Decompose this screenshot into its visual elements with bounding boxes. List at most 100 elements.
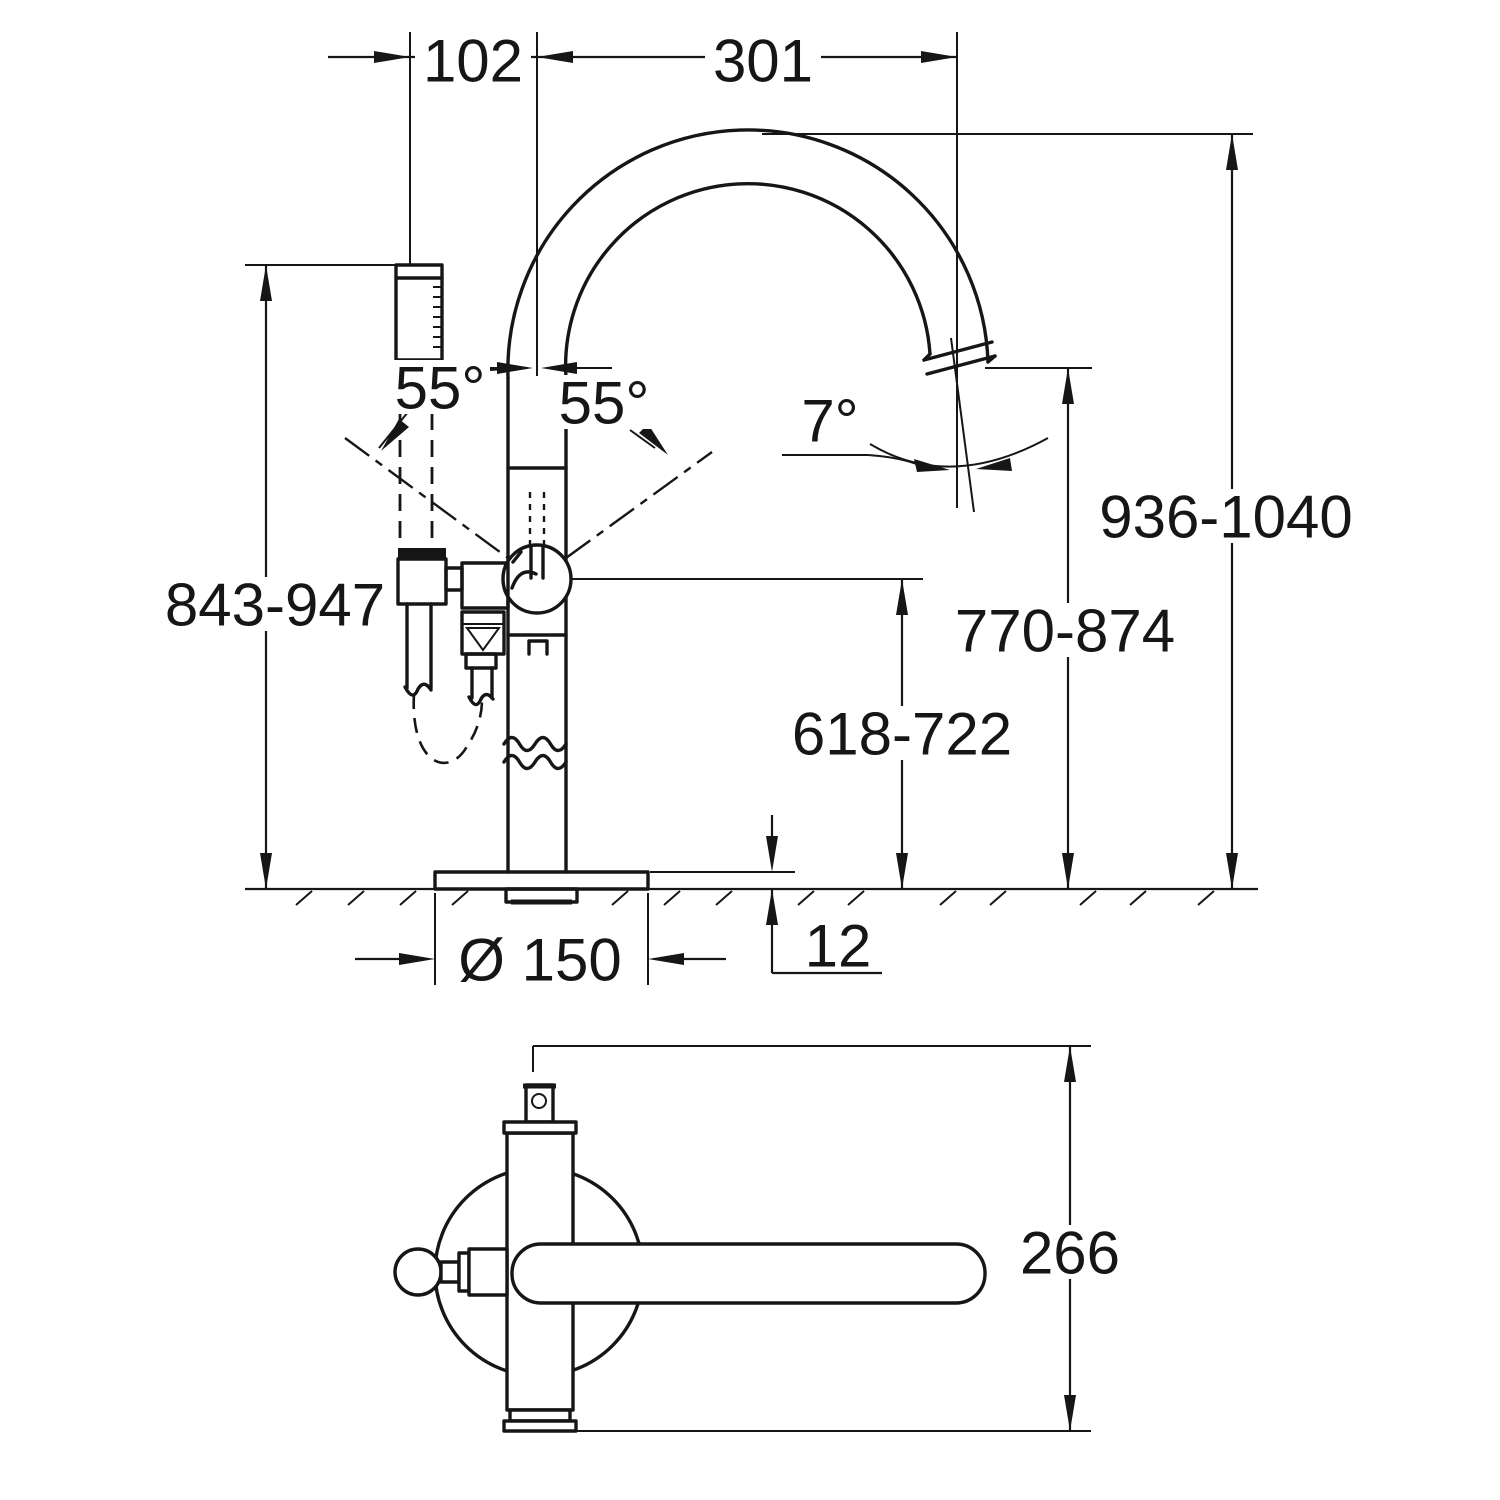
front-view [394, 128, 997, 905]
dim-text-swivel-right: 55° [559, 370, 650, 437]
pivot-curl [510, 570, 538, 590]
arrow [921, 51, 957, 63]
base-plate [433, 870, 650, 905]
break-wave-1 [502, 735, 568, 753]
dim-text-outlet-angle: 7° [801, 388, 858, 455]
check-valve-triangle [465, 627, 501, 652]
arrow [1226, 134, 1238, 170]
plate-front [433, 870, 650, 891]
hose-loop-hidden [412, 693, 484, 765]
plan-stem-hole [531, 1093, 547, 1109]
label-bg [554, 375, 654, 429]
arrow [1226, 853, 1238, 889]
pivot-circle [501, 543, 573, 615]
dim-text-outlet-height: 770-874 [955, 598, 1175, 665]
label-bg [786, 706, 1018, 760]
hose-nut [464, 652, 498, 670]
dim-text-base-diameter: Ø 150 [458, 927, 621, 994]
floor-hatching [295, 890, 1215, 906]
plan-knob-stem [439, 1260, 461, 1284]
label-bg [949, 603, 1181, 657]
floor [245, 887, 1258, 906]
arrow [896, 579, 908, 615]
arrow [1064, 1046, 1076, 1082]
plan-band-2 [502, 1419, 578, 1433]
aerator-joins [922, 352, 997, 364]
arrow [896, 853, 908, 889]
label-bg [1094, 489, 1358, 543]
shower-collar [398, 548, 446, 559]
arrow [639, 424, 668, 455]
dim-text-spout-reach: 301 [713, 28, 813, 95]
column-bracket-detail [527, 639, 549, 656]
check-valve [460, 610, 506, 656]
leader-swivel-left-top [489, 367, 521, 371]
label-bg [390, 360, 490, 414]
arrow [1064, 1395, 1076, 1431]
label-bg [159, 577, 391, 631]
spout-outer-arc [506, 128, 990, 380]
hand-shower [394, 263, 510, 765]
column-joints [506, 466, 568, 637]
hose-stub-break [467, 692, 495, 707]
arrow [374, 51, 410, 63]
angle-arc-7 [869, 437, 1049, 468]
dim-text-total-height: 936-1040 [1099, 484, 1353, 551]
arrow [1062, 853, 1074, 889]
arrow [766, 836, 778, 872]
centerline-swivel-right [565, 451, 713, 559]
shower-grip-break [403, 682, 433, 697]
shower-grip [405, 602, 433, 690]
arrow [541, 362, 577, 374]
arrow [537, 51, 573, 63]
arrow [381, 419, 409, 451]
break-wave-2 [502, 753, 568, 771]
column [502, 376, 568, 874]
dim-text-plate-thickness: 12 [805, 913, 872, 980]
dim-text-shower-height: 843-947 [165, 572, 385, 639]
aerator-line-1 [922, 340, 994, 362]
arrow [766, 889, 778, 925]
leader-swivel-right [629, 429, 656, 449]
plan-union-nut [502, 1120, 578, 1135]
arrow [260, 853, 272, 889]
label-bg [1014, 1225, 1126, 1279]
dimension-labels: 102 301 55° 55° 7° 936-1040 770-874 618-… [159, 28, 1358, 1287]
ext-lines-base-plate [434, 893, 649, 985]
leader-7deg [782, 454, 923, 467]
aerator-line-2 [925, 354, 997, 376]
diverter-body [460, 561, 510, 610]
shower-spray-hatch [433, 286, 442, 348]
label-bg [797, 393, 863, 447]
dim-text-swivel-left: 55° [395, 355, 486, 422]
label-bg [705, 33, 821, 87]
dim-text-handle-height: 618-722 [792, 701, 1012, 768]
spout-inner-arc [563, 181, 932, 380]
centerline-swivel-left [344, 437, 509, 559]
shower-holder [396, 557, 448, 606]
plan-lever-bar [510, 1242, 987, 1305]
shower-body-hidden [398, 413, 434, 548]
label-bg [415, 33, 531, 87]
label-bg [455, 932, 625, 986]
arrow [1062, 368, 1074, 404]
ext-line-plan-top [532, 1045, 1091, 1072]
hose-stub [470, 666, 494, 700]
holder-link [444, 566, 464, 592]
dim-text-shower-offset: 102 [423, 28, 523, 95]
dim-text-plan-depth: 266 [1020, 1220, 1120, 1287]
column-edges [506, 376, 568, 874]
arrow [976, 458, 1012, 471]
plan-cross-block [467, 1247, 509, 1297]
handle-pivot [501, 543, 573, 615]
arrow [648, 953, 684, 965]
plan-stem [524, 1083, 555, 1124]
pivot-tick [511, 550, 523, 564]
spout [506, 128, 997, 380]
plan-view [393, 1083, 987, 1433]
arrow [399, 953, 435, 965]
plan-knob [393, 1247, 443, 1297]
arrow [260, 265, 272, 301]
